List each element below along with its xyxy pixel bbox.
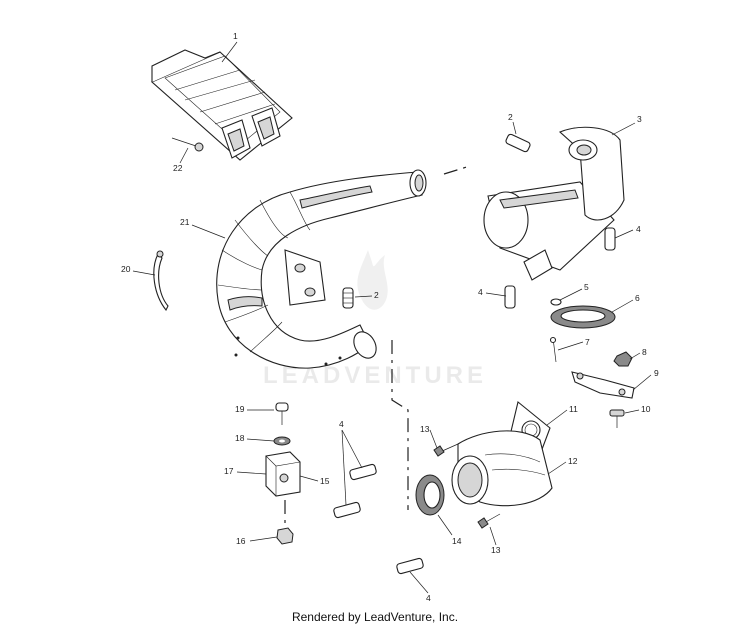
spring-part-4-mid[interactable] xyxy=(504,285,516,309)
pin-part-7[interactable] xyxy=(549,336,557,363)
bolt-part-10[interactable] xyxy=(609,409,625,428)
footer-credit: Rendered by LeadVenture, Inc. xyxy=(291,610,459,624)
nut-part-8[interactable] xyxy=(613,351,633,367)
callout-2-top: 2 xyxy=(508,112,513,122)
bolt-part-22[interactable] xyxy=(171,137,204,152)
callout-10: 10 xyxy=(641,404,651,414)
callout-7: 7 xyxy=(585,337,590,347)
callout-13-lower: 13 xyxy=(491,545,501,555)
callout-17: 17 xyxy=(224,466,234,476)
expansion-chamber-part[interactable] xyxy=(216,169,427,369)
callout-4-right: 4 xyxy=(636,224,641,234)
spring-part-4-left-b[interactable] xyxy=(333,501,361,519)
callout-14: 14 xyxy=(452,536,462,546)
callout-9: 9 xyxy=(654,368,659,378)
bracket-part[interactable] xyxy=(150,49,293,161)
bolt-part-13-lower[interactable] xyxy=(477,513,501,529)
callout-13-upper: 13 xyxy=(420,424,430,434)
callout-2-center: 2 xyxy=(374,290,379,300)
callout-15: 15 xyxy=(320,476,330,486)
grommet-part-6[interactable] xyxy=(550,305,616,329)
washer-part-18[interactable] xyxy=(273,436,291,446)
callout-8: 8 xyxy=(642,347,647,357)
callout-4-mid: 4 xyxy=(478,287,483,297)
callout-11: 11 xyxy=(569,404,578,414)
mount-bracket-part-9[interactable] xyxy=(571,371,635,399)
gasket-part-14[interactable] xyxy=(415,474,445,516)
bolt-part-19[interactable] xyxy=(275,402,289,425)
strap-part-20[interactable] xyxy=(153,250,169,312)
callout-3: 3 xyxy=(637,114,642,124)
bracket-block-part-17[interactable] xyxy=(265,451,301,497)
callout-16: 16 xyxy=(236,536,246,546)
nut-part-16[interactable] xyxy=(276,527,294,545)
callout-20: 20 xyxy=(121,264,131,274)
callout-1: 1 xyxy=(233,31,238,41)
callout-labels: 1 2 3 2 4 4 5 6 7 8 9 10 11 12 13 13 14 … xyxy=(121,31,659,603)
manifold-part-12[interactable] xyxy=(451,430,553,507)
assembly-lines xyxy=(284,165,471,525)
washer-part-5[interactable] xyxy=(550,298,562,306)
callout-4-bottom: 4 xyxy=(426,593,431,603)
spring-part-2-top[interactable] xyxy=(505,133,531,153)
callout-12: 12 xyxy=(568,456,578,466)
callout-22: 22 xyxy=(173,163,183,173)
callout-6: 6 xyxy=(635,293,640,303)
callout-18: 18 xyxy=(235,433,245,443)
callout-5: 5 xyxy=(584,282,589,292)
callout-21: 21 xyxy=(180,217,190,227)
spring-part-4-left-a[interactable] xyxy=(349,463,377,481)
spring-part-4-right[interactable] xyxy=(604,227,616,251)
bolt-part-13-upper[interactable] xyxy=(433,443,459,457)
leader-lines xyxy=(132,41,652,594)
callout-4-left: 4 xyxy=(339,419,344,429)
spring-part-4-bottom[interactable] xyxy=(396,557,424,575)
silencer-part[interactable] xyxy=(483,126,625,281)
callout-19: 19 xyxy=(235,404,245,414)
spring-part-2-center[interactable] xyxy=(342,287,354,309)
